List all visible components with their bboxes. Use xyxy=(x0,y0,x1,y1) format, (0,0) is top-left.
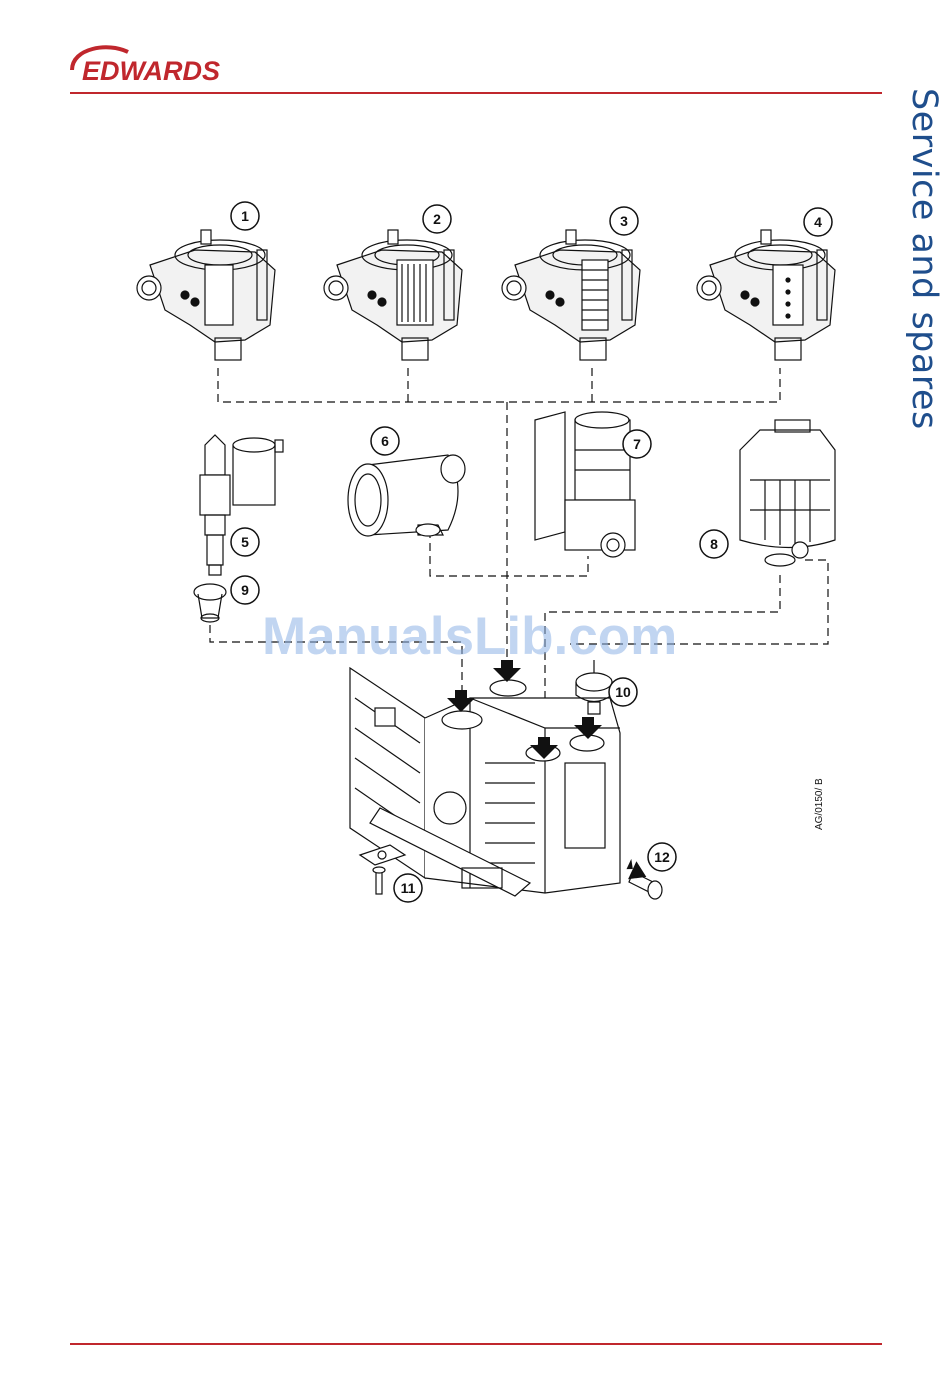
callout-7: 7 xyxy=(623,430,651,458)
silencer-6 xyxy=(348,455,465,536)
filter-assembly-1 xyxy=(137,230,275,360)
svg-text:9: 9 xyxy=(241,582,249,598)
svg-text:2: 2 xyxy=(433,211,441,227)
svg-text:1: 1 xyxy=(241,208,249,224)
callout-9: 9 xyxy=(231,576,259,604)
svg-text:10: 10 xyxy=(615,684,631,700)
valve-9 xyxy=(194,584,226,622)
svg-text:3: 3 xyxy=(620,213,628,229)
filter-assembly-4 xyxy=(697,230,835,360)
svg-text:8: 8 xyxy=(710,536,718,552)
watermark: ManualsLib.com xyxy=(262,606,677,667)
callout-8: 8 xyxy=(700,530,728,558)
figure-code: AG/0150/ B xyxy=(814,778,825,830)
svg-text:12: 12 xyxy=(654,849,670,865)
callout-5: 5 xyxy=(231,528,259,556)
callout-1: 1 xyxy=(231,202,259,230)
svg-text:4: 4 xyxy=(814,214,822,230)
mist-filter-8 xyxy=(740,420,835,566)
callout-10: 10 xyxy=(609,678,637,706)
solenoid-7 xyxy=(535,412,635,557)
callout-12: 12 xyxy=(648,843,676,871)
svg-text:5: 5 xyxy=(241,534,249,550)
callout-6: 6 xyxy=(371,427,399,455)
svg-text:11: 11 xyxy=(401,880,416,896)
svg-text:6: 6 xyxy=(381,433,389,449)
rotary-vane-pump xyxy=(350,668,620,896)
callout-11: 11 xyxy=(394,874,422,902)
callout-4: 4 xyxy=(804,208,832,236)
svg-text:7: 7 xyxy=(633,436,641,452)
callout-3: 3 xyxy=(610,207,638,235)
callout-2: 2 xyxy=(423,205,451,233)
filter-assembly-2 xyxy=(324,230,462,360)
filter-assembly-3 xyxy=(502,230,640,360)
